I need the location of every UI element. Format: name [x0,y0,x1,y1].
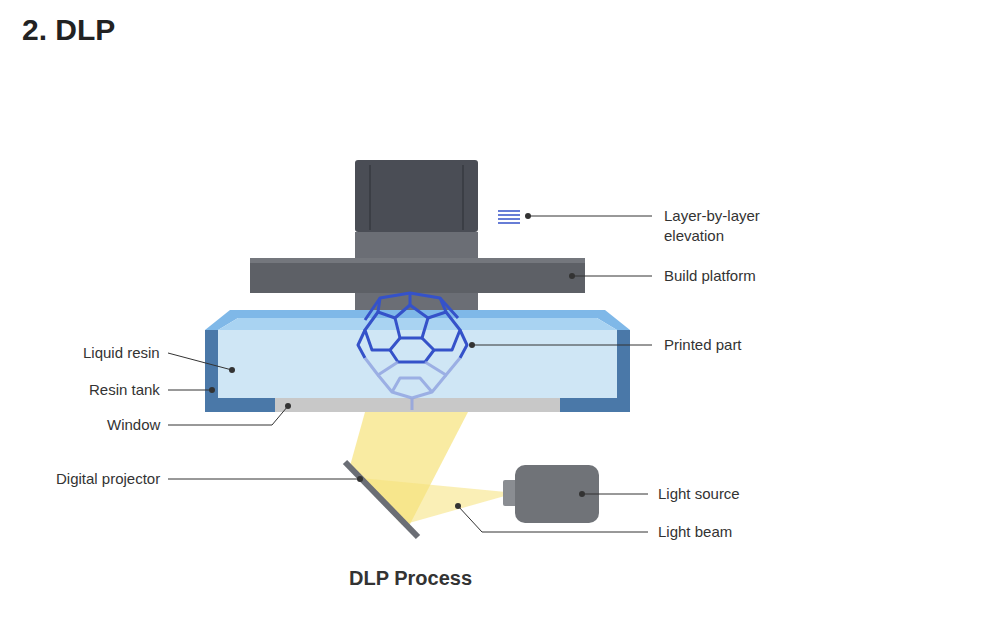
motor [355,160,478,232]
tank-rim [205,310,630,330]
part-label: Resin tank [89,380,160,400]
part-label: Light source [658,484,740,504]
part-label: Build platform [664,266,756,286]
part-label: Digital projector [56,469,160,489]
printed-part [358,293,467,410]
leader-line [168,216,652,532]
digital-projector [345,462,418,537]
motor-base [355,232,478,259]
resin-tank [205,330,630,412]
window [275,398,560,412]
part-label: Liquid resin [83,343,160,363]
part-label: Printed part [664,335,742,355]
leader-dot [209,213,585,509]
liquid-resin [218,330,617,398]
part-label: Light beam [658,522,732,542]
build-platform [250,258,585,293]
part-label: Window [107,415,160,435]
caption: DLP Process [349,566,472,590]
layer-icon [498,211,520,223]
title: 2. DLP [22,12,115,48]
part-label: Layer-by-layer elevation [664,206,789,246]
